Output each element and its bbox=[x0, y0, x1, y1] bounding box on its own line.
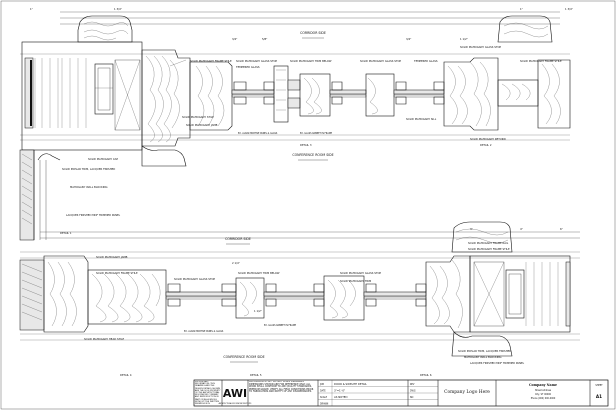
tb-key: DWG bbox=[410, 390, 416, 393]
tb-val: AS NOTED bbox=[334, 395, 347, 399]
bottom-detail-section: 2 1/4" 1 1/2" 3" 4" 6" CORRIDOR SIDE CON… bbox=[19, 221, 580, 377]
callout: LACQUER FINISHED MDF TRIMMED PANEL bbox=[66, 213, 121, 217]
callout: SOLID MAHOGANY FRAME STILE bbox=[96, 271, 138, 275]
callout: SOLID MAHOGANY JAMB bbox=[186, 123, 218, 127]
company-address: Street Address bbox=[535, 389, 552, 392]
callout: SOLID MAHOGANY JAMB bbox=[96, 255, 128, 259]
company-address: City, ST 00000 bbox=[535, 393, 552, 396]
callout: TEMPERED GLASS bbox=[236, 65, 260, 69]
dim-text: 4" bbox=[520, 227, 523, 231]
callout: EX. ALIGN MORTISE PANEL & GLASS bbox=[238, 132, 278, 135]
side-label-conference: CONFERENCE ROOM SIDE bbox=[292, 153, 333, 157]
dim-text: 3/4" bbox=[232, 37, 237, 41]
tb-key: SCALE bbox=[320, 396, 328, 399]
callout: EX. GLASS RABBET IN FRAME bbox=[300, 132, 333, 135]
dim-text: 1 3/4" bbox=[565, 7, 573, 11]
bottom-frame-stile-1 bbox=[87, 269, 167, 325]
bottom-mullion bbox=[235, 277, 325, 319]
awi-logo-sub: ARCHITECTURAL WOODWORK INSTITUTE bbox=[219, 402, 252, 405]
detail-label: DETAIL 1 bbox=[60, 231, 72, 235]
detail-label: DETAIL 2 bbox=[480, 143, 492, 147]
callout: SOLID MAHOGANY FRAME STILE bbox=[190, 59, 232, 63]
callout: TEMPERED GLASS bbox=[414, 59, 438, 63]
sheet-label: SHEET bbox=[595, 384, 603, 387]
bottom-cap-trim bbox=[451, 221, 513, 253]
callout: SOLID POPLAR TRIM, LACQUER FINISHED bbox=[62, 167, 115, 171]
notice-text: AWI APPROVED 1ST. DO NOT SCALE DRAWINGS.… bbox=[249, 381, 314, 394]
callout: SOLID MAHOGANY GLASS STOP bbox=[460, 45, 502, 49]
title-block: PROPRIETARY INFORMATION: THIS DRAWING AN… bbox=[193, 379, 609, 407]
tb-val: 3"=1'-0" bbox=[334, 389, 345, 393]
callout: SOLID MAHOGANY TRIM BELOW bbox=[290, 59, 332, 63]
bottom-glass-1 bbox=[165, 283, 237, 307]
callout: SOLID MAHOGANY GLASS STOP bbox=[360, 59, 402, 63]
bottom-left-jamb bbox=[19, 255, 89, 333]
callout: SOLID MAHOGANY FRAME STILE bbox=[468, 247, 510, 251]
dim-text: 5/8" bbox=[262, 37, 267, 41]
left-wall-section bbox=[19, 149, 35, 241]
callout: MAHOGANY WALL BLOCKING bbox=[70, 185, 107, 189]
tb-key: DRAWN bbox=[320, 403, 329, 406]
dim-text: 3" bbox=[470, 227, 473, 231]
callout: SOLID MAHOGANY TRIM BELOW bbox=[238, 271, 280, 275]
side-label-corridor: CORRIDOR SIDE bbox=[300, 31, 326, 35]
callout: LACQUER FINISHED MDF TRIMMED PANEL bbox=[470, 361, 525, 365]
tb-key: JOB bbox=[319, 383, 324, 386]
dim-text: 1 3/4" bbox=[114, 7, 122, 11]
sheet-number: A1 bbox=[596, 394, 602, 399]
callout: SOLID MAHOGANY CAP bbox=[88, 157, 118, 161]
door-frame-assembly bbox=[365, 57, 571, 131]
dim-text: 3/4" bbox=[406, 37, 411, 41]
proprietary-note: PROPRIETARY INFORMATION: THIS DRAWING AN… bbox=[195, 381, 221, 405]
sidelite-frame-assembly-1 bbox=[189, 61, 275, 131]
detail-label: DETAIL 6 bbox=[420, 373, 432, 377]
detail-label: DETAIL 5 bbox=[250, 373, 262, 377]
dim-text: 2 1/4" bbox=[232, 261, 240, 265]
bottom-right-jamb bbox=[425, 255, 571, 333]
dim-text: 1 1/2" bbox=[460, 37, 468, 41]
dim-text: 6" bbox=[560, 227, 563, 231]
callout: MAHOGANY WALL BLOCKING bbox=[464, 355, 501, 359]
tb-val: DOOR & SIDELITE DETAIL bbox=[334, 382, 367, 386]
callout: SOLID MAHOGANY GLASS STOP bbox=[236, 59, 278, 63]
callout: SOLID MAHOGANY GLASS STOP bbox=[174, 277, 216, 281]
callout: SOLID MAHOGANY RETURN bbox=[470, 137, 506, 141]
callout: SOLID MAHOGANY TRIM bbox=[340, 279, 371, 283]
side-label-conference: CONFERENCE ROOM SIDE bbox=[223, 355, 264, 359]
side-label-corridor: CORRIDOR SIDE bbox=[225, 237, 251, 241]
detail-label: DETAIL 4 bbox=[120, 373, 132, 377]
company-name: Company Name bbox=[529, 383, 557, 387]
top-detail-section: 1" 1 3/4" 3/4" 5/8" 3/4" 1 1/2" 1" 1 3/4… bbox=[19, 7, 573, 241]
callout: EX. GLASS RABBET IN FRAME bbox=[264, 324, 297, 327]
callout: SOLID MAHOGANY FRAME RAIL bbox=[468, 241, 509, 245]
callout: SOLID MAHOGANY HEAD STILE bbox=[84, 337, 124, 341]
dim-text: 1 1/2" bbox=[254, 309, 262, 313]
mullion-assembly bbox=[273, 65, 367, 123]
callout: EX. ALIGN MORTISE PANEL & GLASS bbox=[184, 330, 224, 333]
base-molding bbox=[141, 145, 187, 167]
callout: SOLID POPLAR TRIM, LACQUER FINISHED bbox=[458, 349, 511, 353]
dim-text: 1" bbox=[30, 7, 33, 11]
company-address: Phone (000) 000-0000 bbox=[531, 397, 556, 400]
tb-key: REV bbox=[410, 383, 415, 386]
callout: SOLID MAHOGANY STILE bbox=[182, 115, 214, 119]
callout: SOLID MAHOGANY GLASS STOP bbox=[340, 271, 382, 275]
detail-label: DETAIL 3 bbox=[300, 143, 312, 147]
tb-key: DATE bbox=[320, 390, 326, 393]
left-wall-block bbox=[21, 41, 191, 151]
dim-text: 1" bbox=[520, 7, 523, 11]
company-logo-placeholder: Company Logo Here bbox=[444, 390, 490, 395]
awi-logo: AWI bbox=[223, 387, 247, 400]
callout: SOLID MAHOGANY FRAME STILE bbox=[520, 59, 562, 63]
right-cap-trim bbox=[497, 15, 553, 43]
crown-cap-trim bbox=[77, 15, 133, 43]
callout: SOLID MAHOGANY SILL bbox=[406, 117, 437, 121]
tb-key: NO bbox=[410, 396, 414, 399]
